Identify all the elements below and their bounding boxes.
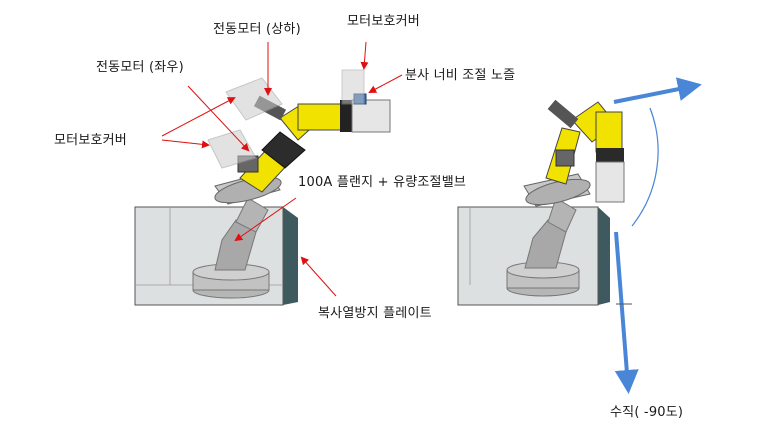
- right-robot-arm: [545, 99, 625, 203]
- left-robot-arm: [237, 93, 391, 193]
- label-spray-width-nozzle: 분사 너비 조절 노즐: [405, 68, 516, 83]
- label-motor-leftright: 전동모터 (좌우): [96, 60, 184, 75]
- angle-indicator: [613, 77, 702, 394]
- label-flange-valve: 100A 플랜지 + 유량조절밸브: [298, 175, 467, 190]
- label-vertical-angle: 수직( -90도): [610, 405, 684, 420]
- label-heat-shield-plate: 복사열방지 플레이트: [318, 306, 432, 321]
- horizontal-arrow: [613, 77, 702, 104]
- left-robot-assembly: [134, 69, 391, 306]
- label-motor-updown: 전동모터 (상하): [213, 22, 301, 37]
- label-motor-cover-left: 모터보호커버: [54, 133, 127, 148]
- label-motor-cover-top: 모터보호커버: [347, 14, 420, 29]
- left-base: [192, 197, 270, 299]
- angle-arc: [631, 107, 659, 227]
- right-base: [506, 197, 580, 297]
- left-motor-covers: [207, 69, 365, 169]
- callout-arrows: [161, 41, 403, 297]
- right-robot-assembly: [457, 99, 625, 306]
- vertical-arrow: [614, 231, 639, 394]
